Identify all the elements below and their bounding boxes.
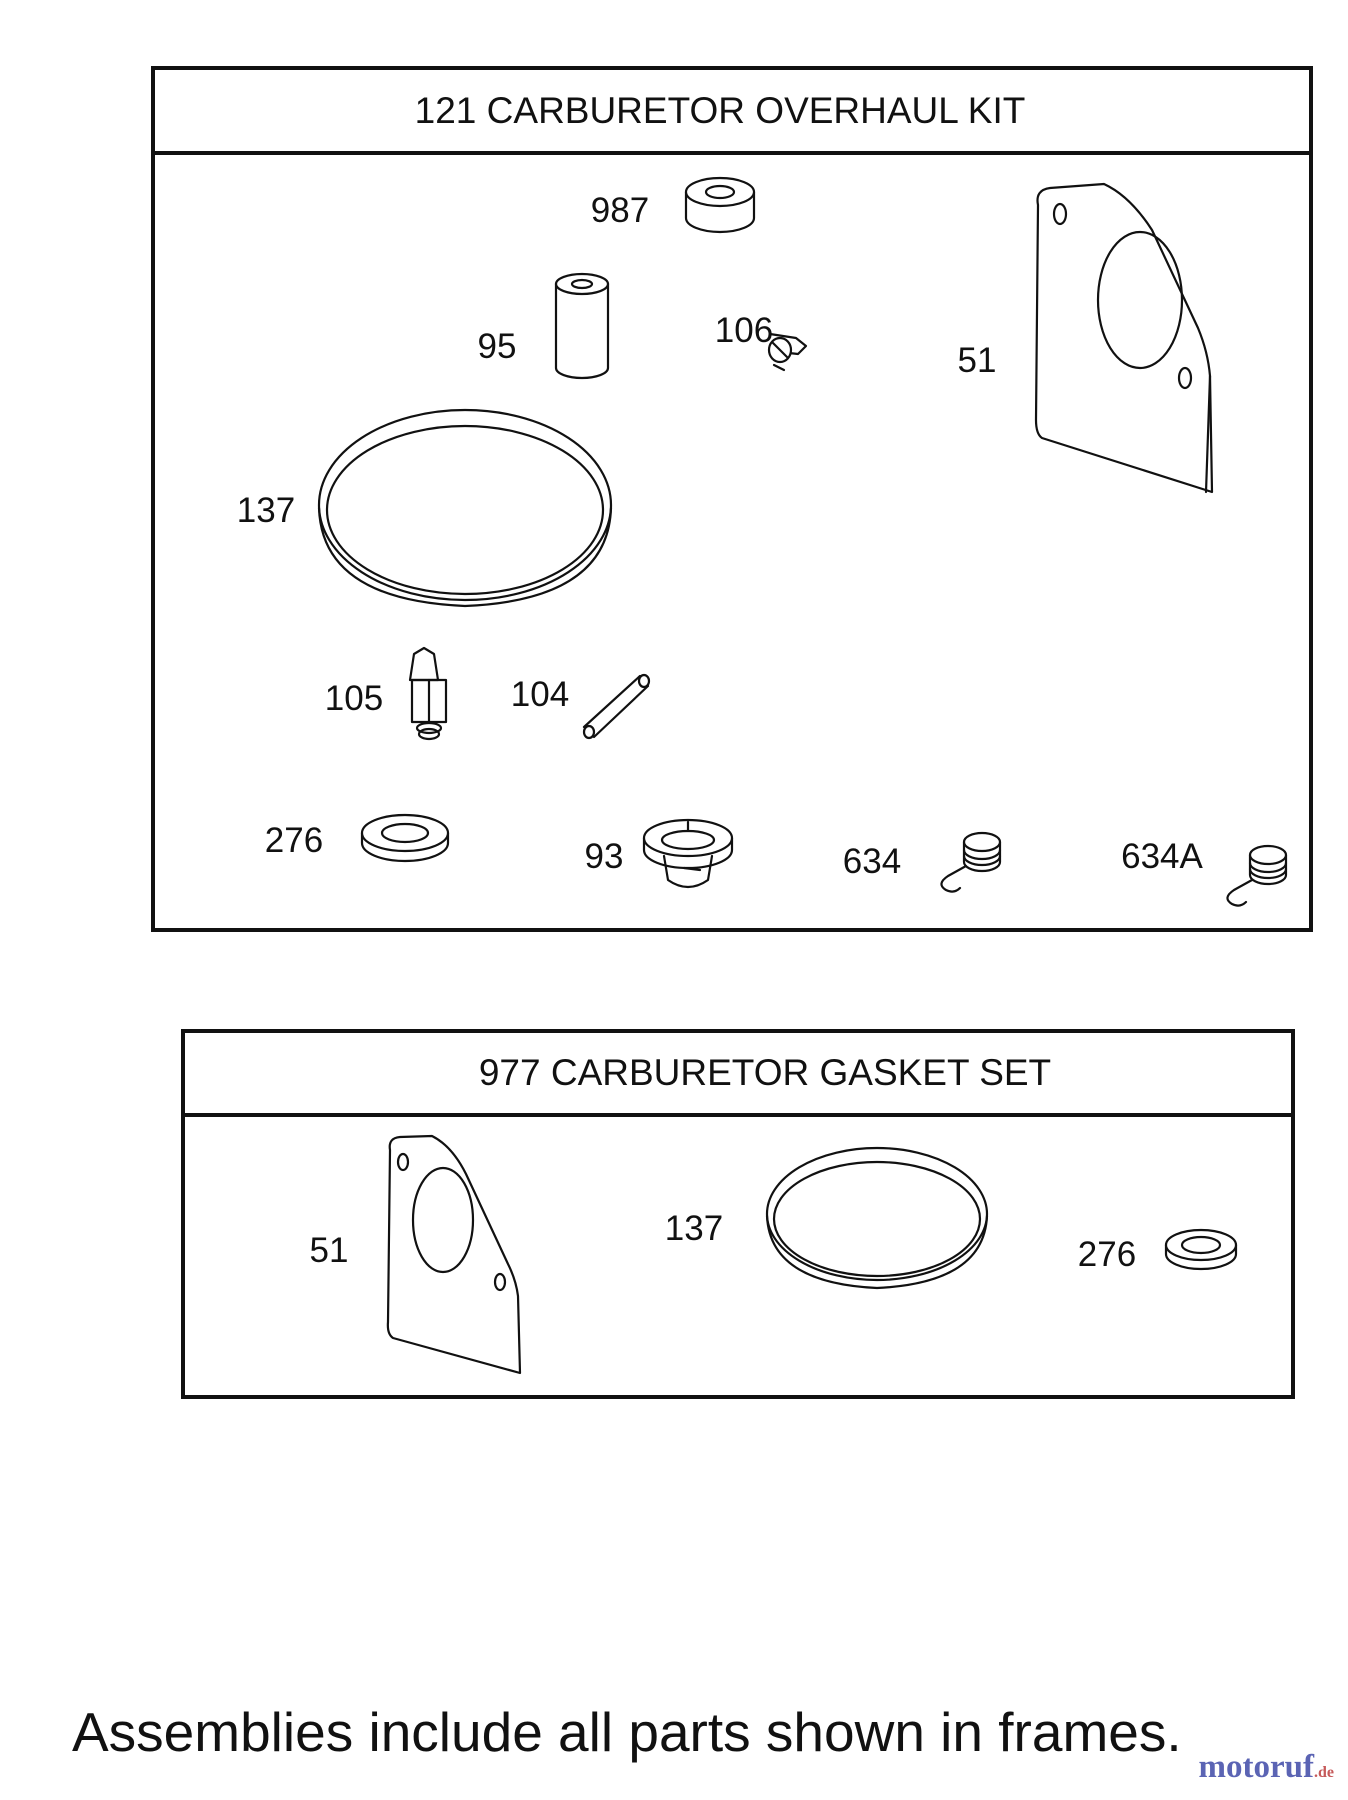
callout-276: 276 bbox=[265, 821, 323, 860]
frame-gasket-set: 977 CARBURETOR GASKET SET 51 137 276 bbox=[181, 1029, 1295, 1399]
part-104-pin-icon bbox=[582, 673, 651, 740]
watermark-suffix: .de bbox=[1314, 1764, 1334, 1781]
part-95-icon bbox=[767, 332, 808, 372]
part-51-gasket-icon bbox=[1034, 182, 1214, 494]
callout-634: 634 bbox=[843, 842, 901, 881]
callout-104: 104 bbox=[511, 675, 569, 714]
callout-gasket-137: 137 bbox=[665, 1209, 723, 1248]
watermark-logo: motoruf.de bbox=[1199, 1749, 1334, 1786]
part-276-washer-small-icon bbox=[1164, 1228, 1238, 1271]
callout-137: 137 bbox=[237, 491, 295, 530]
assembly-note: Assemblies include all parts shown in fr… bbox=[72, 1701, 1182, 1763]
part-106-icon bbox=[554, 272, 610, 380]
callout-51: 51 bbox=[958, 341, 997, 380]
frame-overhaul-kit-title: 121 CARBURETOR OVERHAUL KIT bbox=[415, 90, 1026, 131]
callout-gasket-51: 51 bbox=[310, 1231, 349, 1270]
frame-overhaul-kit: 121 CARBURETOR OVERHAUL KIT 987 95 106 bbox=[151, 66, 1313, 932]
frame-overhaul-kit-border bbox=[151, 66, 1313, 932]
callout-95: 106 bbox=[715, 311, 773, 350]
part-634-spring-icon bbox=[940, 831, 1002, 893]
callout-106: 95 bbox=[478, 327, 517, 366]
part-93-bushing-icon bbox=[642, 818, 734, 889]
part-51-gasket-small-icon bbox=[386, 1134, 522, 1375]
part-105-needle-icon bbox=[408, 646, 448, 741]
frame-gasket-set-border bbox=[181, 1029, 1295, 1399]
callout-gasket-276: 276 bbox=[1078, 1235, 1136, 1274]
part-634A-spring-icon bbox=[1226, 844, 1288, 907]
part-137-ring-small-icon bbox=[765, 1146, 989, 1290]
part-276-washer-icon bbox=[360, 813, 450, 863]
callout-634A: 634A bbox=[1121, 837, 1203, 876]
callout-987: 987 bbox=[591, 191, 649, 230]
callout-105: 105 bbox=[325, 679, 383, 718]
part-987-icon bbox=[684, 176, 756, 234]
watermark-main: motoruf bbox=[1198, 1749, 1314, 1785]
part-137-ring-icon bbox=[317, 408, 613, 608]
callout-93: 93 bbox=[585, 837, 624, 876]
frame-gasket-set-title: 977 CARBURETOR GASKET SET bbox=[479, 1052, 1051, 1093]
